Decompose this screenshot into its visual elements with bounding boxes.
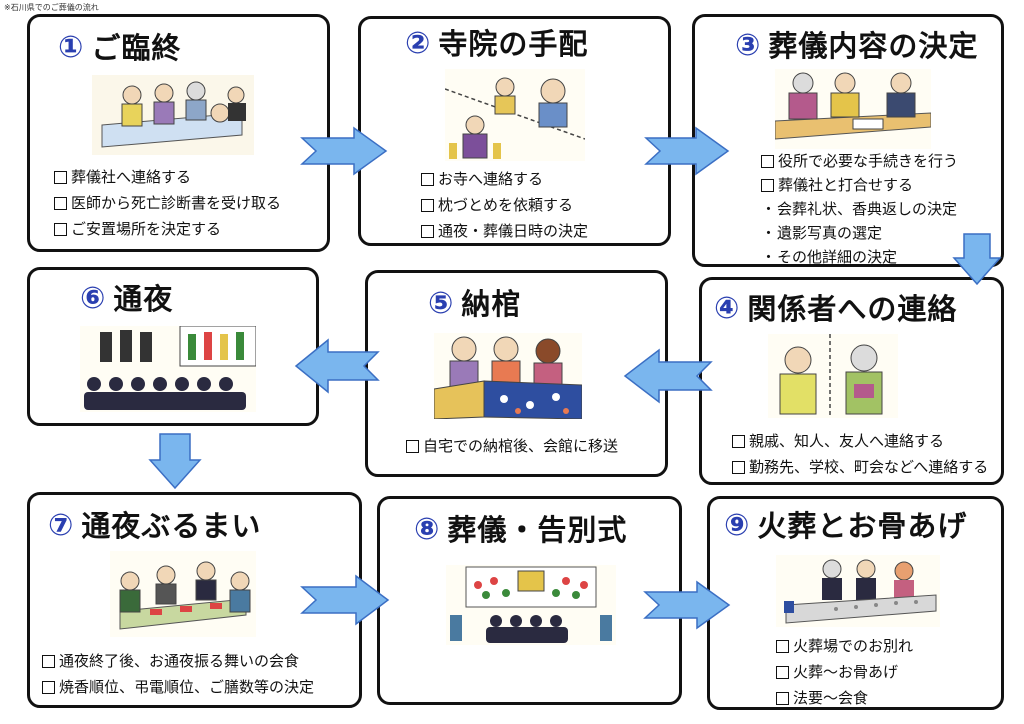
checklist-item: 葬儀社へ連絡する bbox=[54, 164, 281, 190]
step-5-heading: ⑤ 納棺 bbox=[428, 289, 521, 319]
step-4-number: ④ bbox=[714, 291, 740, 326]
step-4-checklist: 親戚、知人、友人へ連絡する 勤務先、学校、町会などへ連絡する bbox=[732, 428, 988, 480]
checkbox-icon bbox=[42, 680, 55, 694]
checklist-subitem: ・会葬礼状、香典返しの決定 bbox=[761, 200, 958, 218]
step-8-title: 葬儀・告別式 bbox=[447, 512, 628, 547]
checklist-item: 葬儀社と打合せする bbox=[761, 173, 958, 197]
step-7-title: 通夜ぶるまい bbox=[81, 508, 262, 543]
step-2-title: 寺院の手配 bbox=[438, 26, 589, 61]
step-6-number: ⑥ bbox=[80, 281, 106, 316]
step-2-number: ② bbox=[405, 26, 431, 61]
wake-ceremony-illustration bbox=[80, 326, 256, 412]
step-6-box: ⑥ 通夜 bbox=[27, 267, 319, 426]
checkbox-icon bbox=[421, 198, 434, 212]
checklist-item: 通夜終了後、お通夜振る舞いの会食 bbox=[42, 648, 314, 674]
checkbox-icon bbox=[776, 691, 789, 705]
step-7-box: ⑦ 通夜ぶるまい 通夜終了後、お通夜振る舞いの会食 焼香順位、弔電順位、ご膳数等… bbox=[27, 492, 362, 708]
step-3-box: ③ 葬儀内容の決定 役所で必要な手続きを行う 葬儀社と打合せする ・会葬礼状、香… bbox=[692, 14, 1004, 267]
phone-call-temple-priest-illustration bbox=[445, 69, 585, 161]
cremation-bones-illustration bbox=[776, 555, 940, 627]
step-9-box: ⑨ 火葬とお骨あげ 火葬場でのお別れ 火葬～お骨あげ 法要～会食 bbox=[707, 496, 1004, 710]
checklist-subitem: ・遺影写真の選定 bbox=[761, 224, 883, 242]
step-3-checklist: 役所で必要な手続きを行う 葬儀社と打合せする ・会葬礼状、香典返しの決定 ・遺影… bbox=[761, 149, 958, 269]
step-9-number: ⑨ bbox=[724, 508, 750, 543]
step-3-number: ③ bbox=[735, 28, 761, 63]
checklist-item: 火葬～お骨あげ bbox=[776, 659, 913, 685]
step-2-checklist: お寺へ連絡する 枕づとめを依頼する 通夜・葬儀日時の決定 bbox=[421, 166, 588, 244]
checklist-item: 親戚、知人、友人へ連絡する bbox=[732, 428, 988, 454]
step-1-title: ご臨終 bbox=[91, 30, 182, 65]
funeral-ceremony-illustration bbox=[446, 565, 616, 645]
checklist-item: 通夜・葬儀日時の決定 bbox=[421, 218, 588, 244]
phone-contact-illustration bbox=[768, 334, 898, 418]
checkbox-icon bbox=[54, 222, 67, 236]
step-8-heading: ⑧ 葬儀・告別式 bbox=[414, 515, 627, 545]
checkbox-icon bbox=[42, 654, 55, 668]
arrow-right-icon bbox=[300, 574, 390, 626]
checkbox-icon bbox=[732, 460, 745, 474]
step-4-title: 関係者への連絡 bbox=[747, 291, 958, 326]
checkbox-icon bbox=[761, 178, 774, 192]
step-1-checklist: 葬儀社へ連絡する 医師から死亡診断書を受け取る ご安置場所を決定する bbox=[54, 164, 281, 242]
step-1-heading: ① ご臨終 bbox=[58, 33, 181, 63]
family-meeting-illustration bbox=[775, 69, 931, 149]
step-1-box: ① ご臨終 葬儀社へ連絡する 医師から死亡診断書を受け取る ご安置場所を決定する bbox=[27, 14, 330, 252]
step-5-title: 納棺 bbox=[461, 286, 522, 321]
arrow-right-icon bbox=[644, 126, 730, 176]
checkbox-icon bbox=[776, 665, 789, 679]
arrow-down-icon bbox=[148, 433, 202, 490]
checkbox-icon bbox=[732, 434, 745, 448]
step-3-heading: ③ 葬儀内容の決定 bbox=[735, 31, 978, 61]
step-7-checklist: 通夜終了後、お通夜振る舞いの会食 焼香順位、弔電順位、ご膳数等の決定 bbox=[42, 648, 314, 700]
page-note: ※石川県でのご葬儀の流れ bbox=[4, 3, 99, 12]
step-8-box: ⑧ 葬儀・告別式 bbox=[377, 496, 682, 705]
checklist-item: ご安置場所を決定する bbox=[54, 216, 281, 242]
step-5-number: ⑤ bbox=[428, 286, 454, 321]
step-4-box: ④ 関係者への連絡 親戚、知人、友人へ連絡する 勤務先、学校、町会などへ連絡する bbox=[699, 277, 1004, 485]
checkbox-icon bbox=[421, 224, 434, 238]
deathbed-family-illustration bbox=[92, 75, 254, 155]
checklist-item: 勤務先、学校、町会などへ連絡する bbox=[732, 454, 988, 480]
checklist-item: 役所で必要な手続きを行う bbox=[761, 149, 958, 173]
step-7-heading: ⑦ 通夜ぶるまい bbox=[48, 511, 261, 541]
step-1-number: ① bbox=[58, 30, 84, 65]
step-5-checklist: 自宅での納棺後、会館に移送 bbox=[406, 433, 618, 459]
checkbox-icon bbox=[421, 172, 434, 186]
step-6-heading: ⑥ 通夜 bbox=[80, 284, 173, 314]
arrow-right-icon bbox=[643, 580, 731, 630]
step-3-title: 葬儀内容の決定 bbox=[768, 28, 979, 63]
step-4-heading: ④ 関係者への連絡 bbox=[714, 294, 957, 324]
checklist-item: 枕づとめを依頼する bbox=[421, 192, 588, 218]
checklist-subitem: ・その他詳細の決定 bbox=[761, 248, 898, 266]
arrow-left-icon bbox=[623, 348, 713, 404]
step-2-heading: ② 寺院の手配 bbox=[405, 29, 588, 59]
step-9-heading: ⑨ 火葬とお骨あげ bbox=[724, 511, 967, 541]
coffin-family-illustration bbox=[434, 333, 582, 419]
checkbox-icon bbox=[54, 170, 67, 184]
checklist-item: 法要～会食 bbox=[776, 685, 913, 711]
step-9-title: 火葬とお骨あげ bbox=[757, 508, 968, 543]
step-9-checklist: 火葬場でのお別れ 火葬～お骨あげ 法要～会食 bbox=[776, 633, 913, 711]
checkbox-icon bbox=[761, 154, 774, 168]
checkbox-icon bbox=[54, 196, 67, 210]
step-8-number: ⑧ bbox=[414, 512, 440, 547]
checklist-item: お寺へ連絡する bbox=[421, 166, 588, 192]
checklist-item: 火葬場でのお別れ bbox=[776, 633, 913, 659]
step-7-number: ⑦ bbox=[48, 508, 74, 543]
checklist-item: 自宅での納棺後、会館に移送 bbox=[406, 433, 618, 459]
step-6-title: 通夜 bbox=[113, 281, 174, 316]
checkbox-icon bbox=[776, 639, 789, 653]
step-2-box: ② 寺院の手配 お寺へ連絡する 枕づとめを依頼する 通夜・葬儀日時の決定 bbox=[358, 16, 671, 246]
arrow-down-icon bbox=[952, 233, 1002, 286]
wake-meal-illustration bbox=[110, 551, 256, 637]
checklist-item: 医師から死亡診断書を受け取る bbox=[54, 190, 281, 216]
checkbox-icon bbox=[406, 439, 419, 453]
arrow-right-icon bbox=[300, 126, 388, 176]
checklist-item: 焼香順位、弔電順位、ご膳数等の決定 bbox=[42, 674, 314, 700]
arrow-left-icon bbox=[294, 338, 380, 394]
